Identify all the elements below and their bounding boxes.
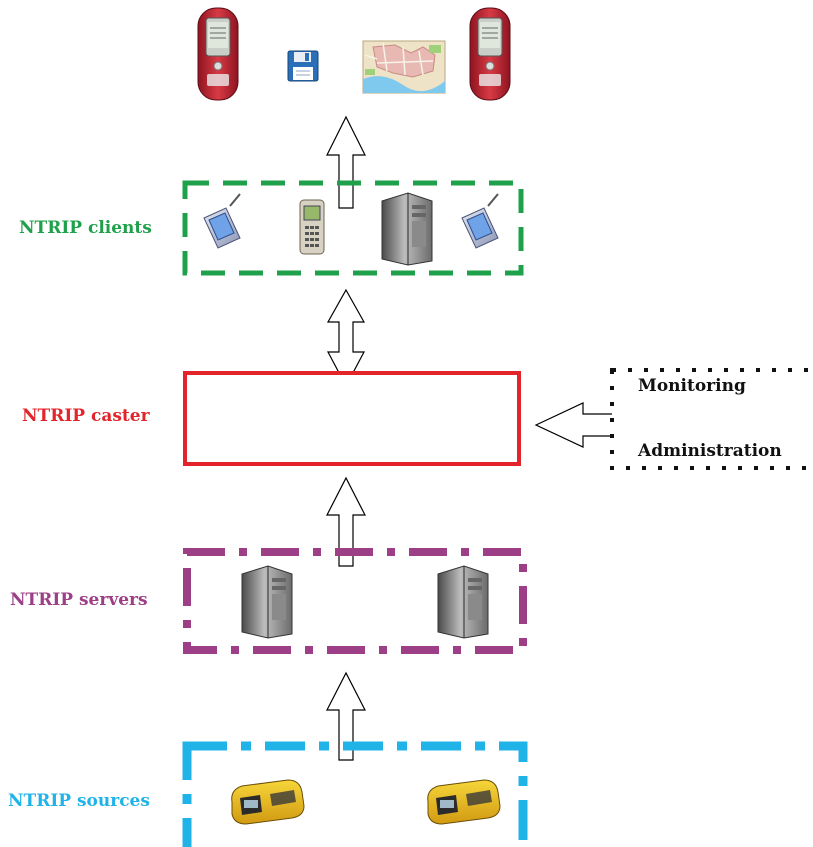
red-mobile-phone-icon [197,7,239,101]
caster-label: NTRIP caster [22,406,151,426]
client-icons [203,192,499,266]
servers-label: NTRIP servers [10,590,148,610]
admin-box [610,368,813,470]
clients-box [182,180,524,276]
red-mobile-phone-icon [469,7,511,101]
top-row-icons [197,7,511,101]
up-arrow-clients-to-top [326,115,366,209]
pda-stylus-icon [203,193,241,249]
sources-box [182,741,528,847]
clients-label: NTRIP clients [19,218,152,238]
server-icons [241,565,489,639]
up-arrow-servers-to-caster [326,476,366,567]
gnss-receiver-icon [427,779,501,825]
city-map-icon [362,40,446,94]
sources-label: NTRIP sources [8,791,150,811]
server-tower-icon [381,192,433,266]
caster-box [183,371,521,466]
cell-phone-icon [299,199,325,255]
server-tower-icon [241,565,293,639]
server-tower-icon [437,565,489,639]
monitoring-label: Monitoring [638,376,746,396]
gnss-receiver-icon [231,779,305,825]
servers-box [183,548,527,654]
floppy-disk-icon [287,50,319,82]
source-icons [231,779,501,825]
up-arrow-sources-to-servers [326,671,366,761]
pda-stylus-icon [461,193,499,249]
administration-label: Administration [637,441,782,461]
